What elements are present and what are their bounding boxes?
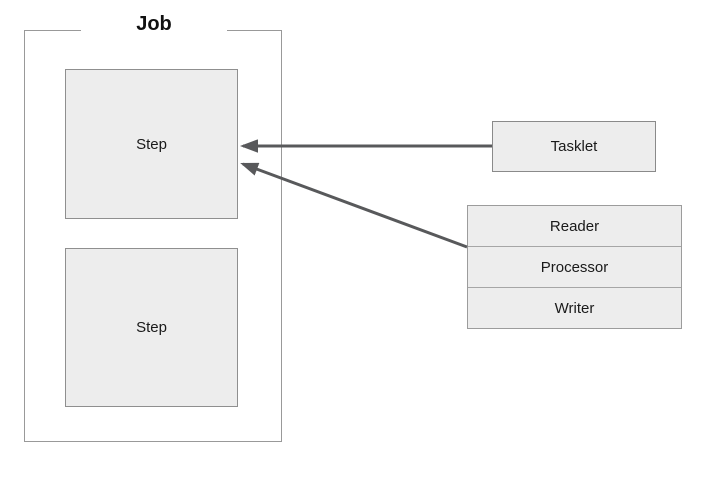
step-box-top: Step: [65, 69, 238, 219]
step-top-label: Step: [136, 135, 167, 153]
chunk-stack: Reader Processor Writer: [467, 205, 682, 329]
writer-label: Writer: [554, 299, 595, 317]
processor-label: Processor: [540, 258, 609, 276]
chunk-row-reader: Reader: [468, 206, 681, 247]
tasklet-box: Tasklet: [492, 121, 656, 172]
step-bottom-label: Step: [136, 319, 167, 336]
job-title-label: Job: [81, 9, 227, 39]
step-box-bottom: Step: [65, 248, 238, 407]
tasklet-label: Tasklet: [550, 138, 598, 155]
chunk-row-writer: Writer: [468, 288, 681, 328]
chunk-row-processor: Processor: [468, 247, 681, 288]
reader-label: Reader: [549, 217, 600, 235]
